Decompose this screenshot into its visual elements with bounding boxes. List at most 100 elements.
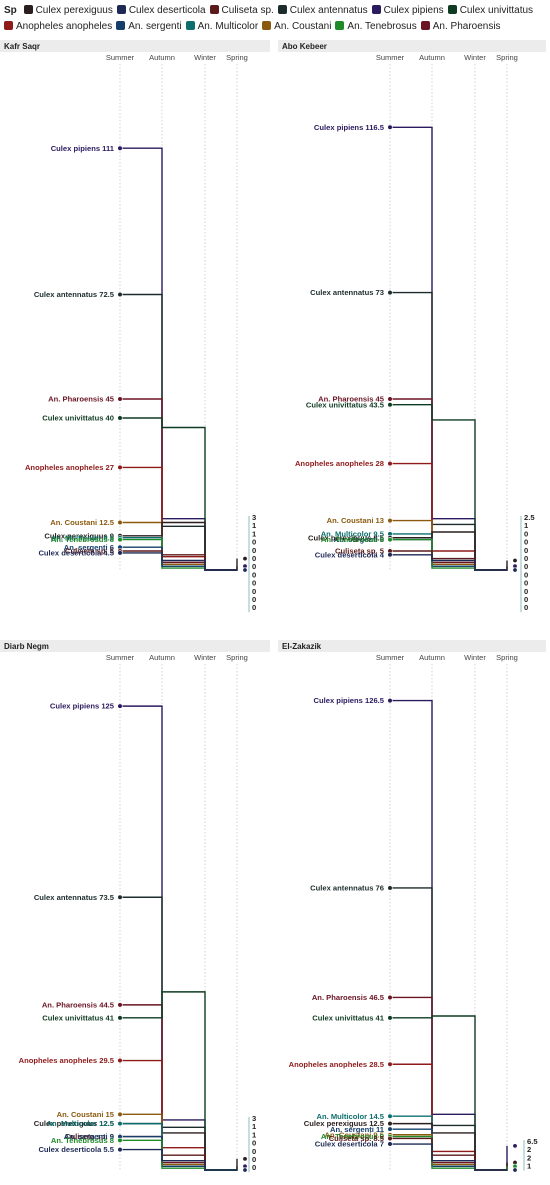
series-start-label: Anopheles anopheles 29.5 [19,1056,115,1065]
legend-swatch [447,5,457,14]
start-point [117,1121,123,1127]
legend-item-culex-antennatus[interactable]: Culex antennatus [277,3,368,19]
start-point [387,461,393,467]
series-line-culex-antennatus [120,896,237,1171]
legend-label: An. Coustani [274,21,332,32]
end-point [242,1156,248,1162]
start-point [117,1015,123,1021]
legend-title: Sp [4,5,17,16]
end-value-label: 2 [527,1153,531,1162]
start-point [387,697,393,704]
end-value-label: 0 [252,554,256,563]
start-point [117,1002,123,1008]
start-point [117,1137,123,1143]
series-start-label: Culex perexiguus 12.5 [34,1119,115,1128]
end-value-label: 3 [252,1114,256,1123]
series-start-label: Culex pipiens 111 [51,144,115,153]
series-line-culex-univittatus [120,991,237,1171]
end-value-label: 0 [252,579,256,588]
series-start-label: Culex univittatus 40 [42,414,114,423]
legend-item-culex-pipiens[interactable]: Culex pipiens [371,3,444,19]
start-point [387,536,393,543]
end-value-label: 0 [252,546,256,555]
legend-label: Culex deserticola [128,5,206,16]
end-value-label: 0 [252,562,256,571]
panel-title: El-Zakazik [282,642,322,651]
start-point [117,894,123,900]
series-start-label: Culex antennatus 73 [310,288,384,297]
end-value-label: 1 [252,521,257,530]
start-point [387,1126,393,1132]
series-start-label: An. Pharoensis 45 [48,395,115,404]
start-point [387,517,393,524]
series-start-label: Culex antennatus 76 [310,884,384,893]
start-point [117,519,123,526]
series-start-label: An. Coustani 13 [327,516,384,525]
end-point [512,567,518,573]
series-line-culex-univittatus [390,1015,507,1171]
series-start-label: An. sergenti 9 [64,1132,114,1141]
series-start-label: Culex pipiens 126.5 [314,696,385,705]
series-line-anopheles-anopheles [390,1063,507,1171]
legend-item-an-multicolor[interactable]: An. Multicolor [185,19,258,35]
season-label-spring: Spring [496,653,518,662]
legend-swatch [420,21,430,30]
end-value-label: 0 [524,579,528,588]
end-value-label: 1 [252,529,257,538]
legend-label: Culex univittatus [459,5,534,16]
start-point [387,290,393,296]
series-start-label: An. Pharoensis 46.5 [312,993,385,1002]
start-point [387,1135,393,1142]
series-line-culiseta-sp [390,1137,507,1171]
start-point [387,396,393,402]
series-line-an-pharoensis [120,1004,237,1171]
panel-header [278,640,546,652]
start-point [117,464,123,471]
season-label-winter: Winter [194,53,216,62]
series-line-culex-deserticola [390,554,507,571]
series-line-culex-antennatus [390,887,507,1171]
series-line-culex-antennatus [120,293,237,571]
legend-item-culex-perexiguus[interactable]: Culex perexiguus [23,3,113,19]
end-point [512,557,518,563]
series-line-culex-deserticola [120,1148,237,1171]
series-start-label: Culex univittatus 41 [42,1013,115,1022]
panel-title: Kafr Saqr [4,42,40,51]
panel-title: Diarb Negm [4,642,49,651]
series-line-an-pharoensis [390,398,507,571]
series-line-culex-deserticola [390,1143,507,1171]
end-value-label: 6.5 [527,1137,538,1146]
end-value-label: 0 [524,562,528,571]
end-value-label: 0 [524,587,528,596]
legend-item-anopheles-anopheles[interactable]: Anopheles anopheles [4,19,112,35]
start-point [117,415,123,421]
series-line-anopheles-anopheles [120,1059,237,1171]
legend-swatch [116,21,126,30]
end-value-label: 0 [252,603,256,612]
legend-item-culex-deserticola[interactable]: Culex deserticola [116,3,206,19]
end-value-label: 0 [252,1139,256,1148]
legend-swatch [4,21,13,30]
legend-item-an-coustani[interactable]: An. Coustani [262,19,331,35]
series-start-label: Culiseta sp. 9 [65,1132,114,1141]
legend-item-culiseta-sp[interactable]: Culiseta sp. [209,3,274,19]
legend-item-an-tenebrosus[interactable]: An. Tenebrosus [335,19,417,35]
series-start-label: An. Multicolor 8.5 [51,533,115,542]
legend-item-an-sergenti[interactable]: An. sergenti [116,19,182,35]
start-point [387,124,393,130]
legend-item-an-pharoensis[interactable]: An. Pharoensis [420,19,501,35]
season-label-spring: Spring [226,653,248,662]
end-value-label: 0 [252,1155,256,1164]
end-value-label: 0 [524,546,528,555]
legend-label: Anopheles anopheles [16,21,113,32]
series-start-label: An. Tenebrosus 8 [51,535,114,544]
series-start-label: An. sergenti 6 [64,543,114,552]
end-value-label: 1 [524,521,529,530]
legend-item-culex-univittatus[interactable]: Culex univittatus [447,3,534,19]
start-point [117,536,123,543]
series-start-label: An. Tenebrosus 9 [321,1132,384,1141]
legend-label: Culex pipiens [383,5,444,16]
